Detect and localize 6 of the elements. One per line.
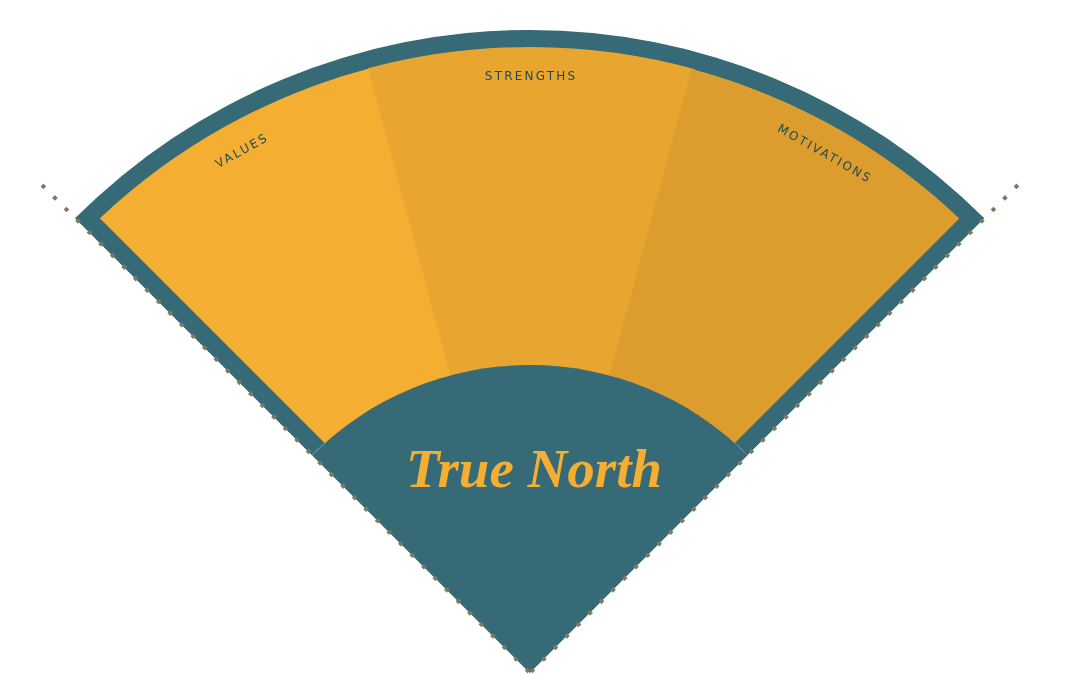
fan-segment [368,47,696,378]
center-wedge [312,365,748,673]
wedge-title: True North [405,440,663,496]
fan-segment [100,67,453,444]
fan-segment [609,68,960,444]
segment-label: STRENGTHS [483,70,578,82]
